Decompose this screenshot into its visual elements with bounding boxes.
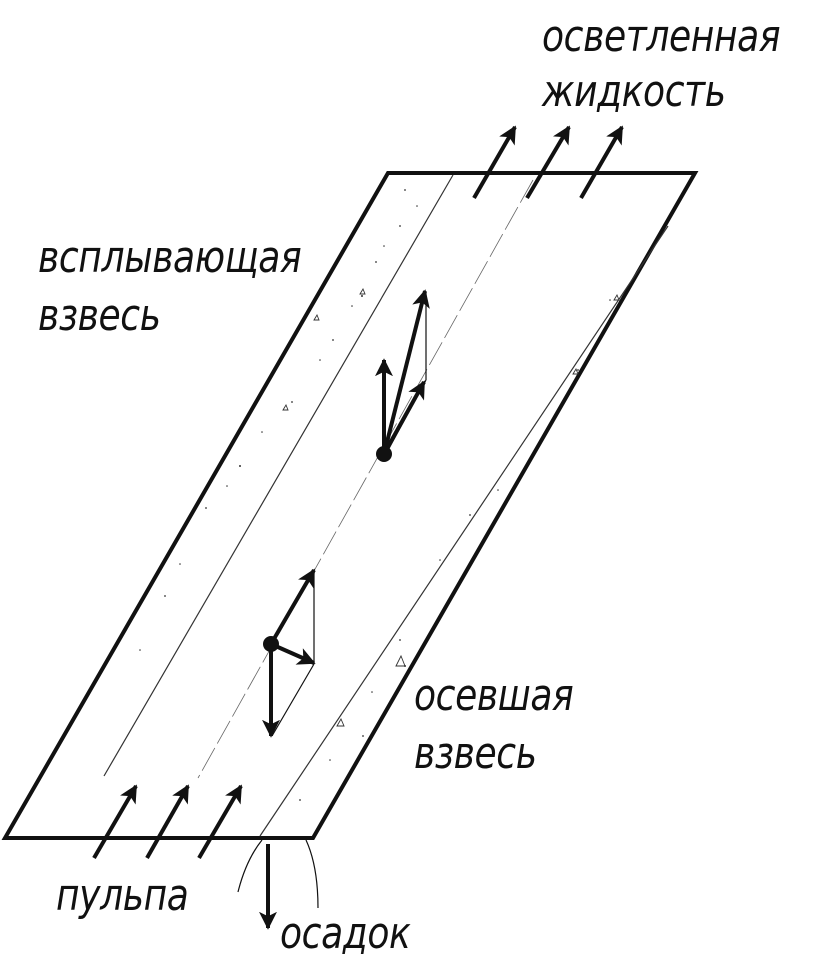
settled-layer-boundary — [259, 225, 669, 837]
center-axis-line — [197, 179, 534, 779]
floating-suspension-particles — [282, 287, 366, 411]
settled-suspension-label-line1: осевшая — [414, 670, 574, 721]
clarified-arrow-2 — [525, 125, 571, 200]
settling-particle — [263, 636, 279, 652]
floating-particle — [376, 446, 392, 462]
pulp-arrow-2 — [145, 784, 190, 859]
clarified-arrow-1 — [472, 125, 517, 200]
pulp-arrow-1 — [92, 784, 138, 860]
pulp-label: пульпа — [56, 870, 189, 921]
floating-particle-vectors — [375, 289, 430, 462]
settling-particle-vectors — [262, 568, 316, 738]
sediment-outlet-left-curve — [237, 839, 263, 893]
clarified-liquid-label-line2: жидкость — [542, 66, 726, 117]
sediment-label: осадок — [280, 908, 411, 959]
floating-suspension-speckles — [139, 189, 418, 651]
pulp-inlet-arrows — [92, 784, 243, 860]
settled-suspension-speckles — [299, 299, 611, 801]
settling-resultant-vector — [269, 568, 316, 646]
clarified-arrow-3 — [579, 125, 624, 200]
floating-resultant-vector — [382, 289, 430, 455]
floating-layer-boundary — [103, 174, 454, 777]
floating-flow-vector — [382, 380, 426, 455]
floating-suspension-label-line2: взвесь — [38, 290, 161, 341]
sediment-outlet-right-curve — [305, 839, 319, 909]
clarified-liquid-arrows — [472, 125, 624, 200]
pulp-arrow-3 — [197, 784, 243, 860]
clarified-liquid-label-line1: осветленная — [542, 11, 781, 62]
inclined-plate — [1, 171, 699, 840]
settled-suspension-label-line2: взвесь — [414, 728, 537, 779]
floating-suspension-label-line1: всплывающая — [38, 232, 302, 283]
settled-suspension-particles — [336, 293, 620, 727]
